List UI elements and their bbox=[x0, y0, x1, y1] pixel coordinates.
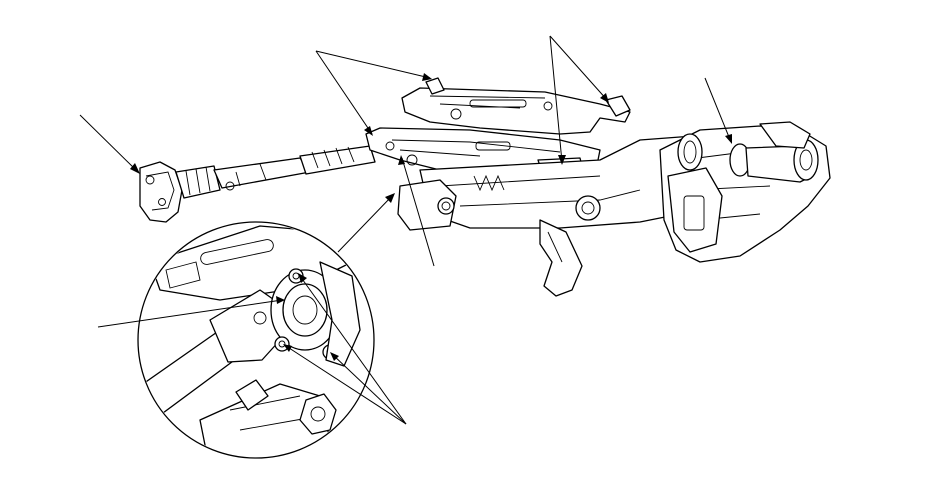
leader-line bbox=[79, 114, 139, 173]
leader-line bbox=[331, 353, 407, 425]
column-body bbox=[365, 77, 831, 297]
leader-line bbox=[315, 50, 373, 135]
leader-line bbox=[97, 299, 283, 328]
leader-line bbox=[704, 77, 732, 143]
leader-line bbox=[315, 50, 431, 79]
leader-line bbox=[299, 275, 407, 425]
leader-line bbox=[401, 157, 435, 267]
leader-line bbox=[549, 35, 563, 163]
detail-outline bbox=[137, 221, 375, 459]
leader-lines bbox=[79, 35, 732, 425]
leader-line bbox=[549, 35, 609, 102]
detail-circle bbox=[137, 221, 375, 459]
leader-line bbox=[337, 195, 393, 253]
intermediate-shaft bbox=[139, 145, 376, 223]
leader-line bbox=[285, 345, 407, 425]
